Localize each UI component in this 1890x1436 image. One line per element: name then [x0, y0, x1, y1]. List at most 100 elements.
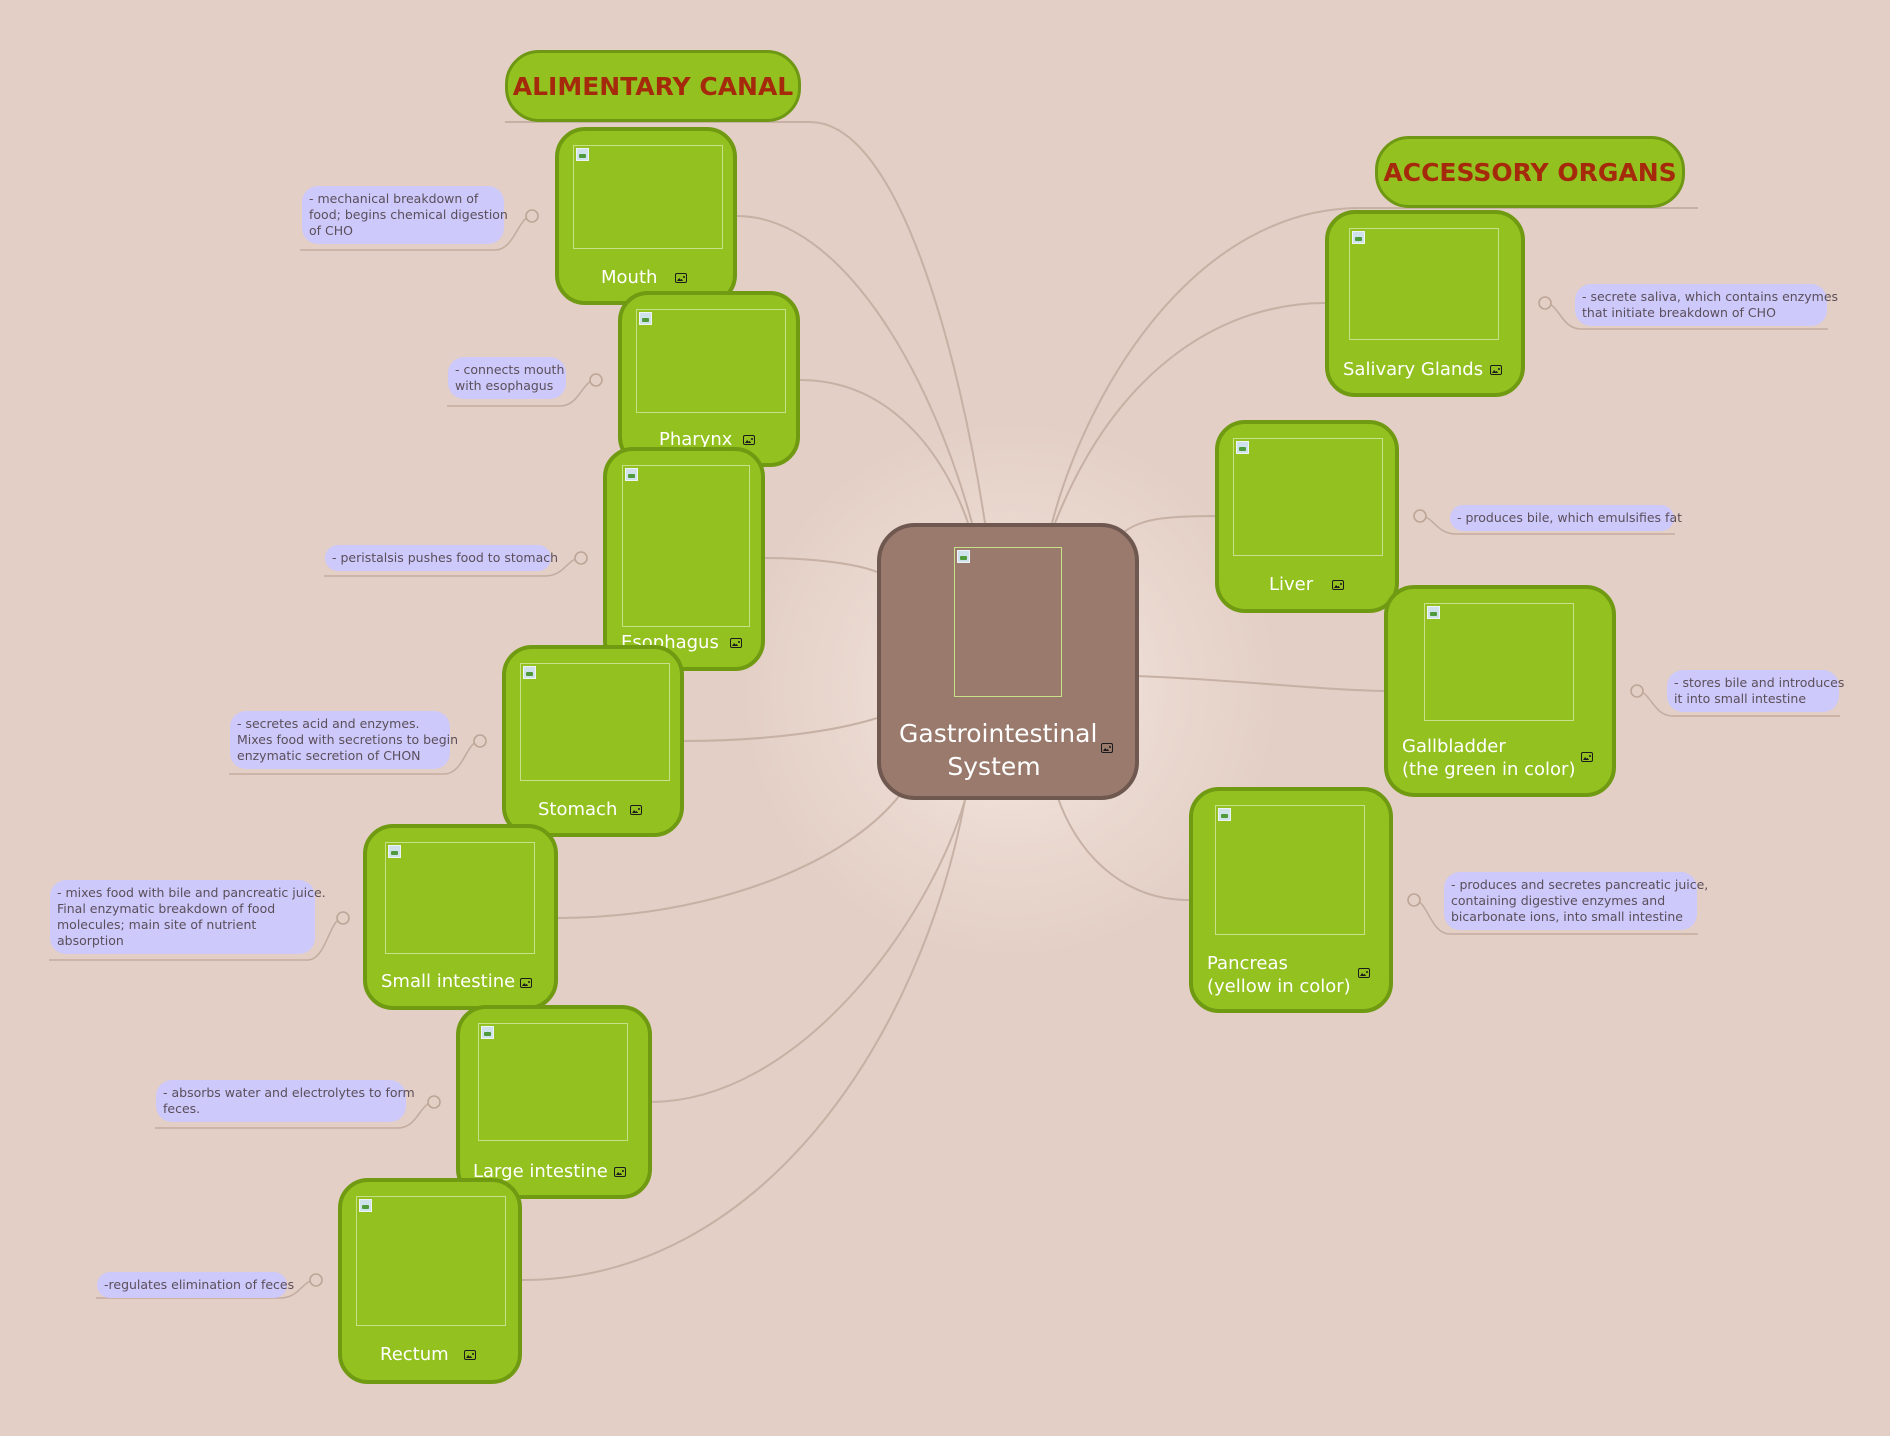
- node-stomach[interactable]: Stomach: [502, 645, 684, 837]
- node-image-placeholder: [478, 1023, 628, 1141]
- node-label-gallbladder-line1: Gallbladder: [1402, 736, 1506, 757]
- note-line: containing digestive enzymes and: [1451, 893, 1666, 908]
- node-label-pancreas-line1: Pancreas: [1207, 953, 1288, 974]
- image-icon[interactable]: [1581, 752, 1593, 762]
- connector-gallbladder: [1135, 675, 1386, 692]
- node-image-placeholder: [385, 842, 535, 954]
- image-icon[interactable]: [1101, 743, 1113, 753]
- connector-rectum: [521, 799, 966, 1281]
- note-line: - produces bile, which emulsifies fat: [1457, 510, 1682, 525]
- note-esophagus[interactable]: - peristalsis pushes food to stomach: [325, 545, 559, 571]
- connector-pharynx: [799, 379, 969, 524]
- connector-small-intestine: [556, 794, 901, 919]
- node-label-salivary-glands: Salivary Glands: [1343, 359, 1484, 380]
- note-line: -regulates elimination of feces: [104, 1277, 295, 1292]
- image-icon[interactable]: [614, 1167, 626, 1177]
- connector-stomach: [683, 717, 878, 742]
- image-icon[interactable]: [743, 435, 755, 445]
- central-image-placeholder: [954, 547, 1062, 697]
- note-liver[interactable]: - produces bile, which emulsifies fat: [1450, 505, 1682, 531]
- broken-image-icon: [481, 1026, 494, 1039]
- image-icon[interactable]: [520, 978, 532, 988]
- broken-image-icon: [388, 845, 401, 858]
- header-alimentary-text: ALIMENTARY CANAL: [512, 71, 794, 101]
- node-image-placeholder: [636, 309, 786, 413]
- note-large-intestine[interactable]: - absorbs water and electrolytes to form…: [156, 1080, 415, 1122]
- note-line: it into small intestine: [1674, 691, 1807, 706]
- node-esophagus[interactable]: Esophagus: [603, 447, 765, 671]
- broken-image-icon: [1218, 808, 1231, 821]
- note-line: - peristalsis pushes food to stomach: [332, 550, 559, 565]
- node-label-rectum: Rectum: [380, 1344, 449, 1365]
- image-icon[interactable]: [1490, 365, 1502, 375]
- node-image-placeholder: [356, 1196, 506, 1326]
- central-title: Gastrointestinal System: [899, 717, 1098, 783]
- note-rectum[interactable]: -regulates elimination of feces: [97, 1272, 295, 1298]
- note-salivary-glands[interactable]: - secrete saliva, which contains enzymes…: [1575, 284, 1839, 326]
- connector-liver: [1123, 515, 1216, 533]
- header-alimentary-canal[interactable]: ALIMENTARY CANAL: [505, 50, 801, 122]
- note-line: molecules; main site of nutrient: [57, 917, 257, 932]
- broken-image-icon: [523, 666, 536, 679]
- note-pancreas[interactable]: - produces and secretes pancreatic juice…: [1444, 872, 1709, 930]
- connector-large-intestine: [649, 799, 966, 1103]
- image-icon[interactable]: [675, 273, 687, 283]
- node-liver[interactable]: Liver: [1215, 420, 1399, 613]
- note-line: - stores bile and introduces: [1674, 675, 1845, 690]
- note-line: Mixes food with secretions to begin: [237, 732, 459, 747]
- node-large-intestine[interactable]: Large intestine: [456, 1005, 652, 1199]
- connector-pancreas: [1056, 794, 1190, 901]
- node-small-intestine[interactable]: Small intestine: [363, 824, 558, 1010]
- node-salivary-glands[interactable]: Salivary Glands: [1325, 210, 1525, 397]
- node-pancreas[interactable]: Pancreas (yellow in color): [1189, 787, 1393, 1013]
- node-label-small-intestine: Small intestine: [381, 971, 516, 992]
- note-small-intestine[interactable]: - mixes food with bile and pancreatic ju…: [50, 880, 326, 954]
- node-label-gallbladder: Gallbladder (the green in color): [1402, 735, 1575, 781]
- broken-image-icon: [957, 550, 970, 563]
- connector-mouth: [736, 215, 973, 524]
- image-icon[interactable]: [464, 1350, 476, 1360]
- note-line: absorption: [57, 933, 124, 948]
- image-icon[interactable]: [1332, 580, 1344, 590]
- note-pharynx[interactable]: - connects mouth with esophagus: [448, 357, 566, 399]
- image-icon[interactable]: [730, 638, 742, 648]
- header-accessory-organs[interactable]: ACCESSORY ORGANS: [1375, 136, 1685, 208]
- broken-image-icon: [576, 148, 589, 161]
- node-mouth[interactable]: Mouth: [555, 127, 737, 305]
- note-line: with esophagus: [455, 378, 554, 393]
- note-line: - secrete saliva, which contains enzymes: [1582, 289, 1839, 304]
- node-image-placeholder: [1215, 805, 1365, 935]
- node-gallbladder[interactable]: Gallbladder (the green in color): [1384, 585, 1616, 797]
- node-image-placeholder: [573, 145, 723, 249]
- note-stomach[interactable]: - secretes acid and enzymes. Mixes food …: [230, 711, 459, 769]
- central-node[interactable]: Gastrointestinal System: [877, 523, 1139, 800]
- image-icon[interactable]: [1358, 968, 1370, 978]
- connector-esophagus: [762, 557, 878, 573]
- note-line: - secretes acid and enzymes.: [237, 716, 420, 731]
- connector-salivary: [1054, 302, 1326, 524]
- note-line: bicarbonate ions, into small intestine: [1451, 909, 1683, 924]
- note-line: food; begins chemical digestion: [309, 207, 508, 222]
- note-line: feces.: [163, 1101, 201, 1116]
- node-image-placeholder: [1424, 603, 1574, 721]
- node-label-gallbladder-line2: (the green in color): [1402, 759, 1576, 780]
- node-image-placeholder: [1349, 228, 1499, 340]
- node-label-liver: Liver: [1269, 574, 1314, 595]
- node-label-large-intestine: Large intestine: [473, 1161, 608, 1182]
- broken-image-icon: [639, 312, 652, 325]
- node-label-stomach: Stomach: [538, 799, 618, 820]
- node-rectum[interactable]: Rectum: [338, 1178, 522, 1384]
- note-mouth[interactable]: - mechanical breakdown of food; begins c…: [302, 186, 508, 244]
- central-title-line2: System: [947, 752, 1041, 781]
- note-line: - produces and secretes pancreatic juice…: [1451, 877, 1709, 892]
- node-label-pharynx: Pharynx: [659, 429, 733, 450]
- note-gallbladder[interactable]: - stores bile and introduces it into sma…: [1667, 670, 1845, 712]
- node-label-pancreas-line2: (yellow in color): [1207, 976, 1351, 997]
- broken-image-icon: [1427, 606, 1440, 619]
- node-pharynx[interactable]: Pharynx: [618, 291, 800, 467]
- note-line: - absorbs water and electrolytes to form: [163, 1085, 415, 1100]
- central-title-line1: Gastrointestinal: [899, 719, 1098, 748]
- image-icon[interactable]: [630, 805, 642, 815]
- connector-accessory-header: [1051, 207, 1698, 524]
